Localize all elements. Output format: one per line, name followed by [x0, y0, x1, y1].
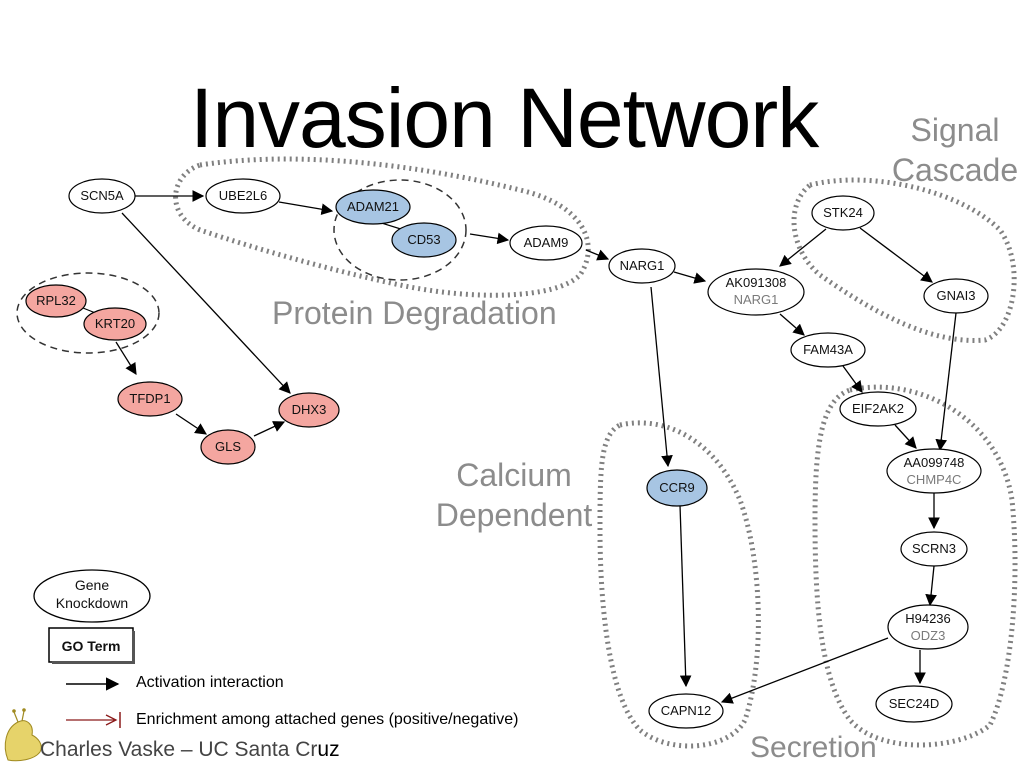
edge-stk24-gnai3: [859, 227, 933, 283]
footer-credit-tail: uz: [317, 738, 340, 761]
edge-fam43a-eif2ak2: [842, 365, 863, 393]
node-dhx3[interactable]: DHX3: [278, 392, 340, 428]
legend-gene-knockdown-line-1: Gene: [75, 577, 109, 593]
node-label: NARG1: [620, 258, 665, 273]
edge-stk24-ak091308: [779, 228, 827, 267]
node-ccr9[interactable]: CCR9: [646, 469, 708, 507]
edge-narg1-ak091308: [673, 271, 707, 284]
node-label: FAM43A: [803, 342, 853, 357]
edge-ube2l6-adam21: [278, 201, 334, 216]
node-sublabel: ODZ3: [911, 628, 946, 643]
node-gls[interactable]: GLS: [200, 429, 256, 465]
node-label: UBE2L6: [219, 188, 267, 203]
node-adam9[interactable]: ADAM9: [509, 225, 583, 261]
edges: [77, 190, 957, 704]
node-label: ADAM21: [347, 199, 399, 214]
node-ak091308[interactable]: AK091308 NARG1: [707, 268, 805, 316]
calcium-dependent-line-2: Dependent: [435, 497, 593, 533]
edge-narg1-ccr9: [650, 286, 673, 468]
node-sublabel: CHMP4C: [907, 472, 962, 487]
node-label: TFDP1: [129, 391, 170, 406]
node-label: EIF2AK2: [852, 401, 904, 416]
node-scrn3[interactable]: SCRN3: [900, 531, 968, 567]
edge-ccr9-capn12: [679, 504, 692, 688]
edge-gnai3-aa099748: [935, 312, 957, 452]
rpl32-krt20-complex-outline: [16, 272, 160, 354]
edge-krt20-tfdp1: [115, 341, 137, 375]
signal-cascade-line-1: Signal: [910, 112, 1000, 148]
node-label: CAPN12: [661, 703, 712, 718]
calcium-dependent-line-1: Calcium: [456, 457, 572, 493]
group-label-secretion: Secretion: [750, 731, 877, 764]
node-fam43a[interactable]: FAM43A: [790, 332, 866, 368]
node-label: CCR9: [659, 480, 694, 495]
node-narg1[interactable]: NARG1: [608, 248, 676, 284]
node-capn12[interactable]: CAPN12: [648, 693, 724, 729]
legend-gene-knockdown-shape: [33, 569, 151, 623]
node-label: DHX3: [292, 402, 327, 417]
edge-eif2ak2-aa099748: [894, 424, 917, 449]
node-tfdp1[interactable]: TFDP1: [117, 381, 183, 417]
legend-activation-label: Activation interaction: [136, 674, 284, 691]
legend-enrichment-label: Enrichment among attached genes (positiv…: [136, 711, 519, 728]
footer-credit-text: Charles Vaske – UC Santa Cr: [40, 738, 318, 761]
legend-gene-knockdown-line-2: Knockdown: [56, 595, 128, 611]
group-label-protein-degradation: Protein Degradation: [272, 295, 557, 331]
node-rpl32[interactable]: RPL32: [25, 284, 87, 318]
node-cd53[interactable]: CD53: [391, 222, 457, 258]
node-sublabel: NARG1: [734, 292, 779, 307]
edge-scrn3-h94236: [925, 565, 937, 607]
node-label: SCRN3: [912, 541, 956, 556]
node-label: KRT20: [95, 316, 135, 331]
edge-adam9-narg1: [585, 249, 610, 261]
node-label: SCN5A: [80, 188, 124, 203]
node-scn5a[interactable]: SCN5A: [68, 178, 136, 214]
node-label: RPL32: [36, 293, 76, 308]
legend: Gene Knockdown GO Term: [33, 569, 151, 728]
edge-h94236-capn12: [720, 637, 889, 704]
node-stk24[interactable]: STK24: [811, 195, 875, 231]
signal-cascade-group-outline: [791, 177, 1017, 343]
node-adam21[interactable]: ADAM21: [335, 189, 411, 225]
node-label: ADAM9: [524, 235, 569, 250]
node-ube2l6[interactable]: UBE2L6: [205, 178, 281, 214]
node-sec24d[interactable]: SEC24D: [875, 685, 953, 723]
node-label: AK091308: [726, 275, 787, 290]
edge-cd53-adam9: [469, 232, 510, 245]
node-label: SEC24D: [889, 696, 940, 711]
node-krt20[interactable]: KRT20: [83, 307, 147, 341]
adam21-cd53-complex-outline: [333, 179, 467, 281]
page-title: Invasion Network: [190, 71, 819, 165]
node-label: AA099748: [904, 455, 965, 470]
node-label: GLS: [215, 439, 241, 454]
edge-gls-dhx3: [253, 421, 286, 437]
node-label: CD53: [407, 232, 440, 247]
node-label: H94236: [905, 611, 951, 626]
node-gnai3[interactable]: GNAI3: [923, 278, 989, 314]
node-label: GNAI3: [936, 288, 975, 303]
slug-logo-icon: [4, 708, 42, 762]
node-eif2ak2[interactable]: EIF2AK2: [839, 391, 917, 427]
node-label: STK24: [823, 205, 863, 220]
legend-go-term-label: GO Term: [62, 638, 121, 654]
signal-cascade-line-2: Cascade: [891, 152, 1019, 188]
edge-tfdp1-gls: [175, 413, 207, 435]
group-label-signal-cascade: Signal Cascade: [890, 110, 1020, 190]
footer-credit: Charles Vaske – UC Santa Cruz: [40, 738, 340, 762]
edge-scn5a-dhx3: [121, 212, 291, 394]
edge-ak091308-fam43a: [779, 313, 805, 336]
node-aa099748[interactable]: AA099748 CHMP4C: [886, 448, 982, 494]
node-h94236[interactable]: H94236 ODZ3: [887, 604, 969, 650]
group-label-calcium-dependent: Calcium Dependent: [430, 455, 598, 535]
